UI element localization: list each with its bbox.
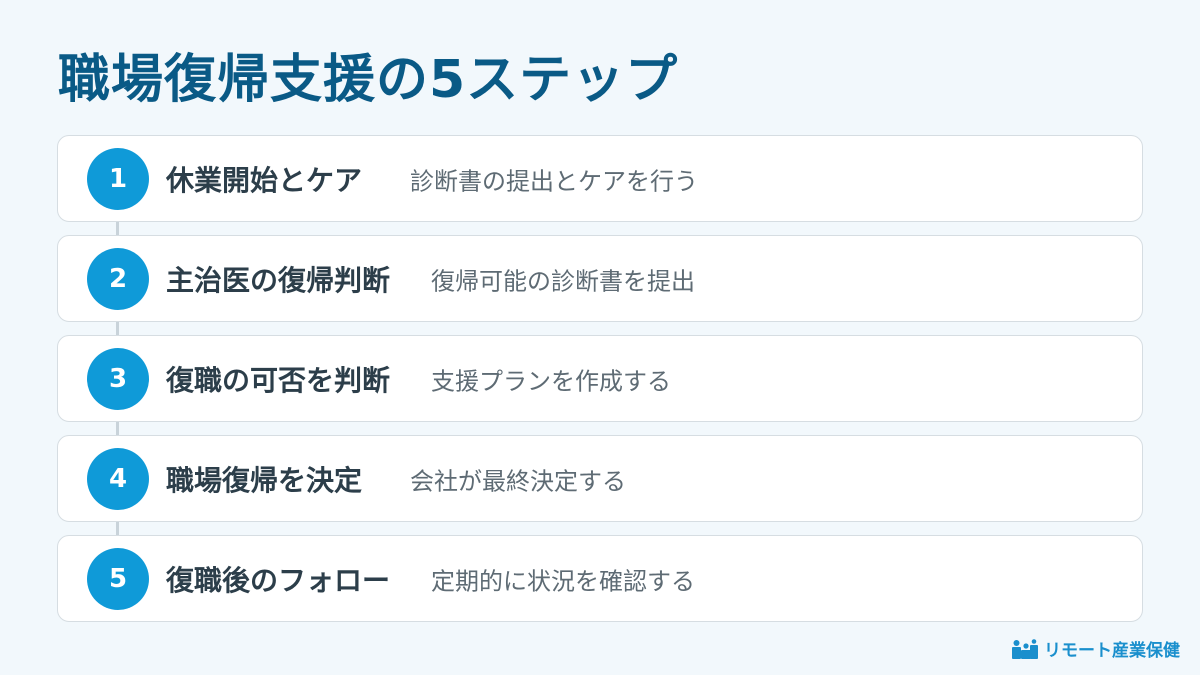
step-heading: 復職後のフォロー [166, 563, 391, 597]
step-description: 復帰可能の診断書を提出 [431, 267, 695, 295]
step-number-badge: 1 [87, 147, 149, 210]
step-description: 定期的に状況を確認する [431, 567, 695, 595]
page-title: 職場復帰支援の5ステップ [58, 50, 679, 110]
step-card-3: 3 復職の可否を判断 支援プランを作成する [57, 335, 1143, 422]
step-card-5: 5 復職後のフォロー 定期的に状況を確認する [57, 535, 1143, 622]
step-card-1: 1 休業開始とケア 診断書の提出とケアを行う [57, 135, 1143, 222]
step-description: 会社が最終決定する [410, 467, 626, 495]
step-description: 支援プランを作成する [431, 367, 671, 395]
step-number-badge: 4 [87, 447, 149, 510]
step-heading: 職場復帰を決定 [166, 463, 363, 497]
step-connector [116, 422, 119, 436]
step-heading: 復職の可否を判断 [166, 363, 391, 397]
logo-mark-icon [1012, 638, 1038, 659]
step-connector [116, 322, 119, 336]
step-description: 診断書の提出とケアを行う [410, 167, 698, 195]
step-heading: 休業開始とケア [166, 163, 363, 197]
step-connector [116, 522, 119, 536]
step-card-4: 4 職場復帰を決定 会社が最終決定する [57, 435, 1143, 522]
logo-text: リモート産業保健 [1044, 641, 1180, 661]
step-card-2: 2 主治医の復帰判断 復帰可能の診断書を提出 [57, 235, 1143, 322]
step-number-badge: 3 [87, 347, 149, 410]
step-number-badge: 5 [87, 547, 149, 610]
step-number-badge: 2 [87, 247, 149, 310]
step-connector [116, 222, 119, 236]
step-list: 1 休業開始とケア 診断書の提出とケアを行う 2 主治医の復帰判断 復帰可能の診… [57, 135, 1143, 635]
step-heading: 主治医の復帰判断 [166, 263, 391, 297]
brand-logo: リモート産業保健 [1012, 636, 1180, 661]
